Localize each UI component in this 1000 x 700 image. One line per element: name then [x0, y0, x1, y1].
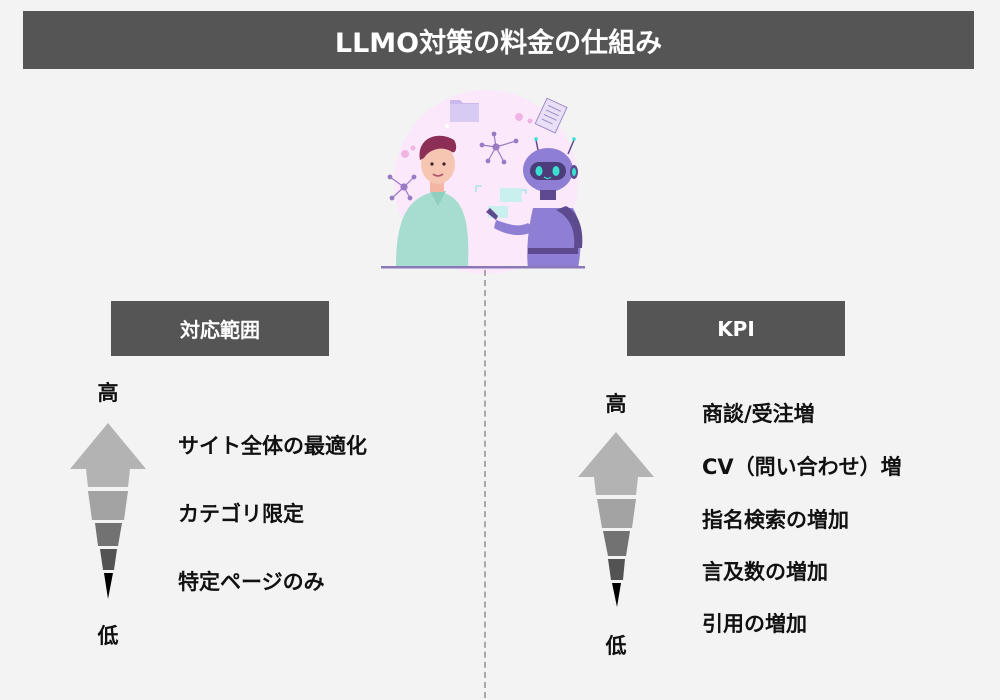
center-divider	[484, 270, 486, 698]
left-scale-arrow-icon	[70, 423, 146, 599]
left-low-label: 低	[97, 624, 119, 648]
right-high-label: 高	[605, 392, 627, 416]
scope-item: サイト全体の最適化	[178, 434, 367, 458]
person-robot-illustration	[381, 90, 585, 274]
document-icon	[534, 97, 568, 134]
kpi-header: KPI	[627, 301, 845, 356]
kpi-item: 言及数の増加	[702, 560, 828, 584]
left-high-label: 高	[97, 381, 119, 405]
kpi-item: 商談/受注増	[702, 402, 815, 426]
floor-line-icon	[381, 266, 585, 269]
network-icon	[479, 131, 519, 165]
kpi-item: CV（問い合わせ）増	[702, 455, 902, 479]
folder-icon	[450, 100, 479, 122]
scope-item: 特定ページのみ	[178, 570, 325, 594]
person-icon	[396, 135, 469, 266]
right-low-label: 低	[605, 634, 627, 658]
page-title: LLMO対策の料金の仕組み	[23, 11, 974, 69]
scope-item: カテゴリ限定	[178, 502, 304, 526]
scope-header: 対応範囲	[111, 301, 329, 356]
right-scale-arrow-icon	[578, 432, 654, 607]
network-icon	[387, 174, 417, 201]
kpi-item: 引用の増加	[702, 612, 807, 636]
kpi-item: 指名検索の増加	[702, 508, 849, 532]
robot-icon	[486, 137, 583, 268]
